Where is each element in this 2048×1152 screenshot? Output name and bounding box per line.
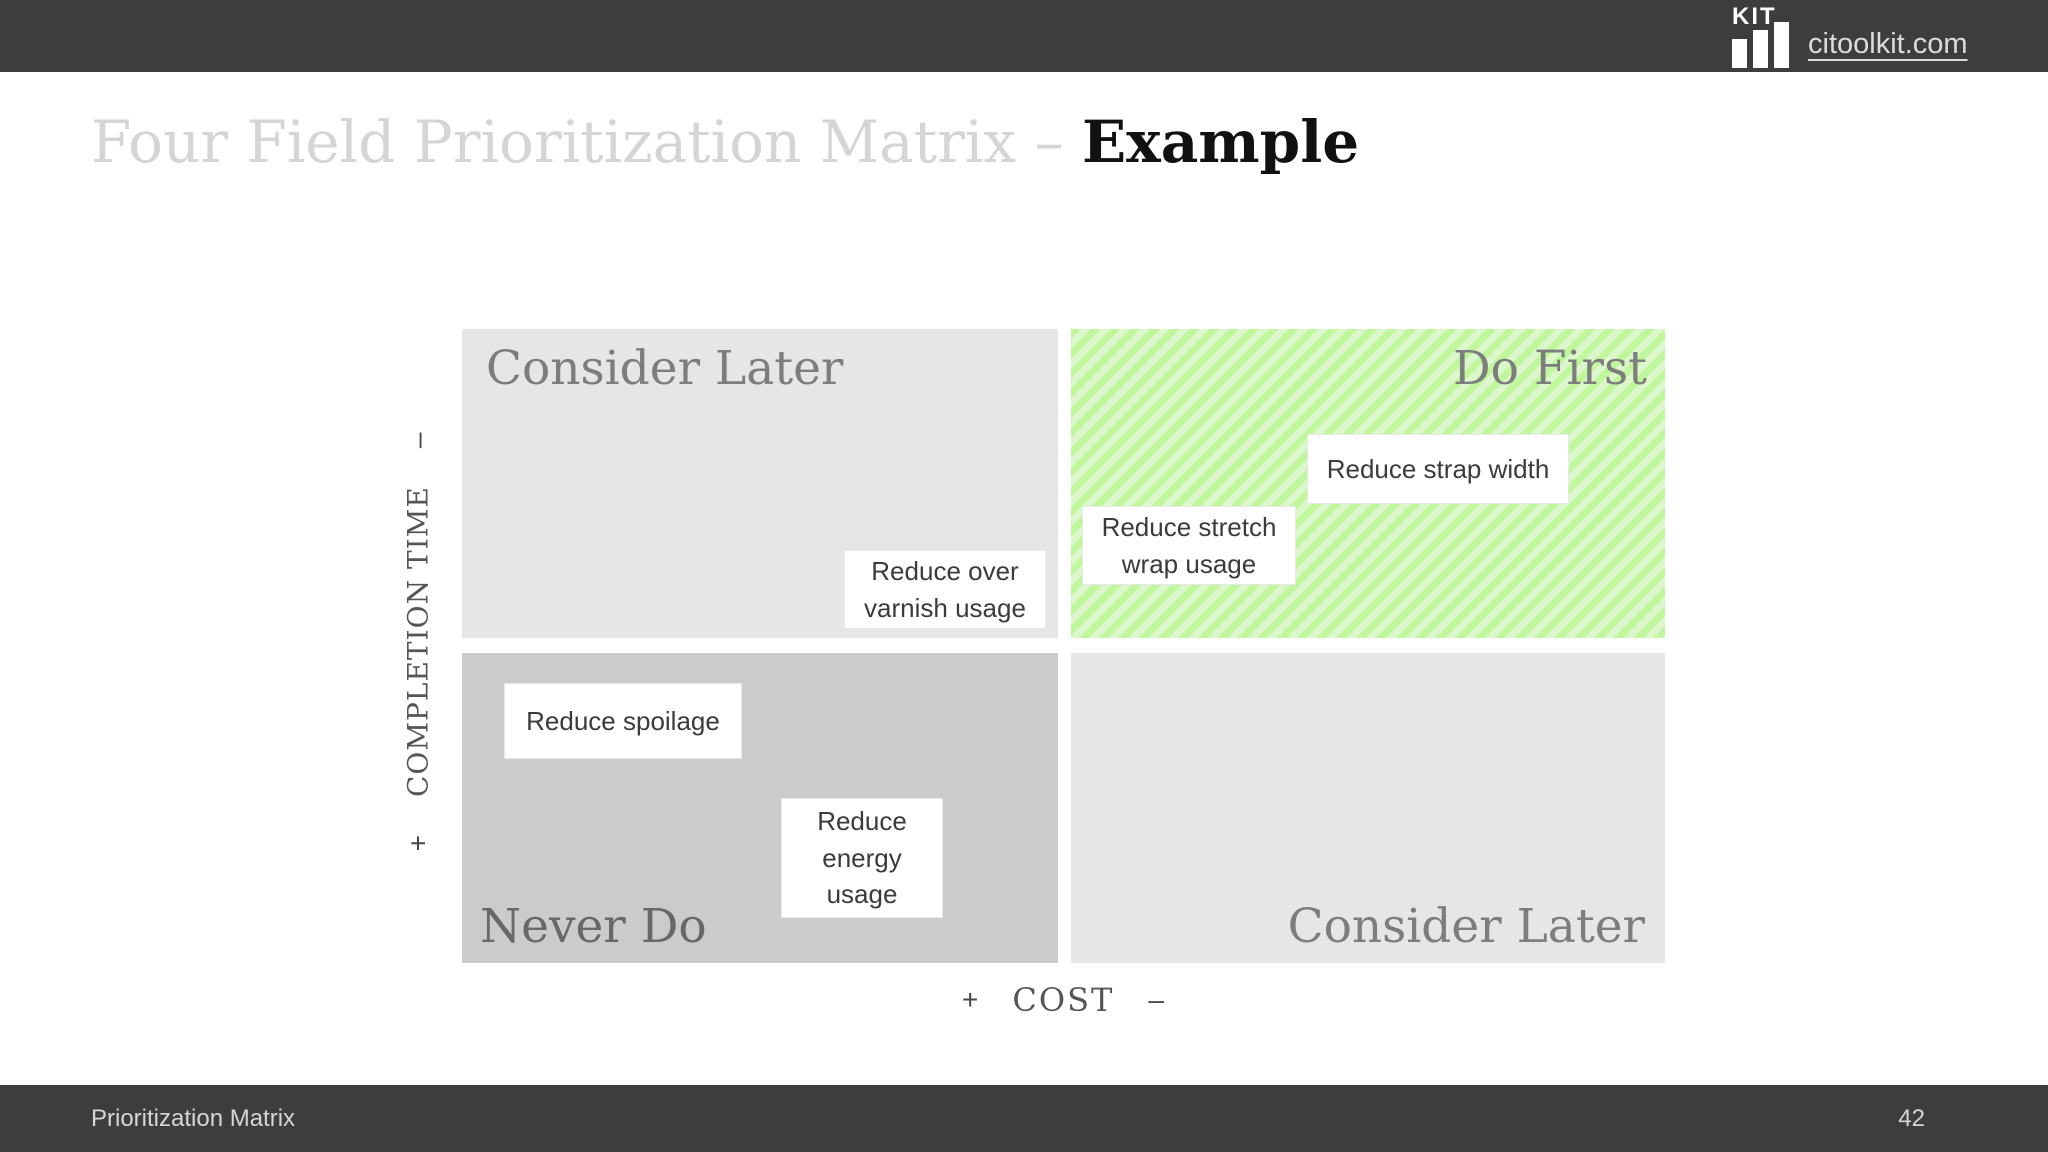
item-card-reduce-spoilage: Reduce spoilage: [504, 683, 742, 759]
bar-chart-icon-bar: [1732, 39, 1747, 68]
quadrant-label: Never Do: [480, 899, 707, 955]
kit-logo: KIT: [1732, 3, 1794, 68]
header-bar: KIT citoolkit.com: [0, 0, 2048, 72]
quadrant-label: Consider Later: [1287, 899, 1645, 955]
item-card-reduce-energy-usage: Reduce energy usage: [781, 798, 943, 918]
footer-bar: Prioritization Matrix 42: [0, 1085, 2048, 1152]
y-axis-minus-sign: –: [402, 432, 433, 449]
y-axis-label: COMPLETION TIME: [401, 486, 435, 798]
kit-logo-text: KIT: [1732, 3, 1777, 30]
page-title-emphasis: Example: [1081, 108, 1360, 176]
bar-chart-icon: [1732, 22, 1789, 68]
page-title-muted: Four Field Prioritization Matrix –: [91, 108, 1082, 176]
item-card-reduce-stretch-wrap-usage: Reduce stretch wrap usage: [1082, 506, 1296, 585]
x-axis: + COST –: [962, 981, 1164, 1019]
quadrant-consider-later-bottom: Consider Later: [1071, 653, 1665, 963]
x-axis-plus-sign: +: [962, 984, 979, 1015]
page-title: Four Field Prioritization Matrix – Examp…: [91, 108, 1359, 178]
citoolkit-link[interactable]: citoolkit.com: [1808, 28, 1968, 60]
quadrant-label: Consider Later: [486, 341, 844, 396]
x-axis-label: COST: [1012, 981, 1115, 1019]
item-card-reduce-strap-width: Reduce strap width: [1307, 434, 1569, 504]
page-number: 42: [1898, 1104, 1925, 1132]
bar-chart-icon-bar: [1774, 22, 1789, 68]
quadrant-label: Do First: [1452, 341, 1647, 396]
bar-chart-icon-bar: [1753, 30, 1768, 68]
item-card-reduce-over-varnish-usage: Reduce over varnish usage: [844, 550, 1046, 629]
x-axis-minus-sign: –: [1148, 984, 1164, 1015]
y-axis: + COMPLETION TIME –: [402, 433, 435, 852]
y-axis-plus-sign: +: [402, 835, 433, 852]
footer-title: Prioritization Matrix: [91, 1104, 296, 1132]
